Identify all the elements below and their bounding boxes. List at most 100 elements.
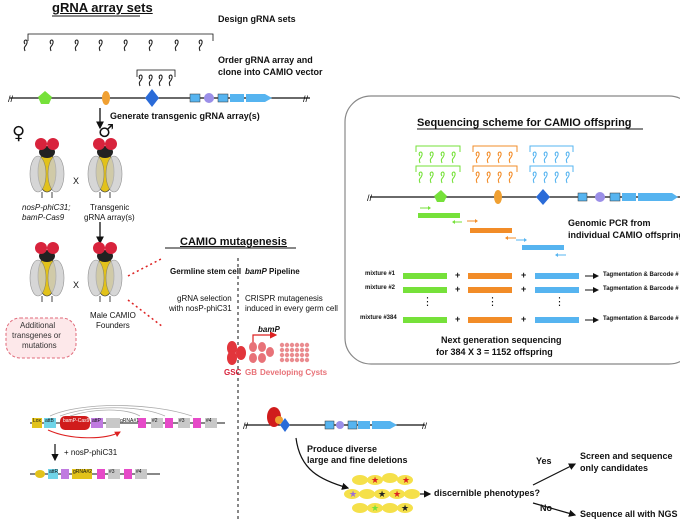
seq-title: Sequencing scheme for CAMIO offspring <box>417 117 632 129</box>
panel-vector: // <box>367 189 680 205</box>
svg-text://: // <box>8 94 14 104</box>
pcr-amplicons <box>418 206 566 257</box>
svg-text://: // <box>367 193 373 203</box>
male-label-2: gRNA array(s) <box>84 213 135 222</box>
additional-3: mutations <box>22 341 57 350</box>
fly-female-2 <box>29 241 65 303</box>
ngs-2: for 384 X 3 = 1152 offspring <box>436 347 553 357</box>
cut-vector: // // <box>243 407 428 432</box>
construct-label-3: #3 <box>179 418 185 424</box>
gsc-note-2: with nosP-phiC31 <box>169 304 232 313</box>
svg-text:★: ★ <box>402 476 410 486</box>
dots-3: ⋮ <box>554 295 565 308</box>
fly-founder <box>87 241 123 303</box>
gb-label: GB <box>245 368 257 377</box>
camio-title: CAMIO mutagenesis <box>180 236 287 248</box>
female-symbol: ♀ <box>12 123 26 144</box>
pcr-1: Genomic PCR from <box>568 218 651 228</box>
svg-text:★: ★ <box>401 504 409 514</box>
construct-top <box>30 405 225 439</box>
dots-1: ⋮ <box>422 295 433 308</box>
dots-2: ⋮ <box>487 295 498 308</box>
cysts <box>279 342 310 363</box>
germline-label: Germline stem cell <box>170 267 242 276</box>
female-label-1: nosP-phiC31; <box>22 203 71 212</box>
construct-label-b4: #4 <box>136 469 142 475</box>
plus-3a: + <box>455 314 461 324</box>
gsc-label: GSC <box>224 368 242 377</box>
construct-label-grna2: gRNA#2 <box>73 469 92 475</box>
camio-vector: // // <box>8 89 310 107</box>
seq-all: Sequence all with NGS <box>580 509 678 519</box>
svg-text:★: ★ <box>378 490 386 500</box>
produce-1: Produce diverse <box>307 444 378 454</box>
grna-row <box>23 39 203 52</box>
screen-2: only candidates <box>580 463 649 473</box>
svg-text:★: ★ <box>371 504 379 514</box>
svg-text:★: ★ <box>393 490 401 500</box>
additional-2: transgenes or <box>12 331 61 340</box>
svg-text:★: ★ <box>349 490 357 500</box>
male-symbol: ♂ <box>98 121 115 142</box>
grna-title: gRNA array sets <box>52 0 153 15</box>
produce-2: large and fine deletions <box>307 455 408 465</box>
mixture-2: mixture #2 <box>365 285 396 291</box>
bamp-arrow-label: bamP <box>258 325 280 334</box>
gsc-note-1: gRNA selection <box>177 294 232 303</box>
tag-1: Tagmentation & Barcode # <box>603 272 679 278</box>
female-label-2: bamP-Cas9 <box>22 213 65 222</box>
cross-x-2: X <box>73 280 80 290</box>
svg-text:★: ★ <box>371 476 379 486</box>
construct-label-attp: attP <box>92 418 101 424</box>
order-label-2: clone into CAMIO vector <box>218 67 323 77</box>
screen-1: Screen and sequence <box>580 451 673 461</box>
colored-grna-sets <box>415 145 574 184</box>
crispr-2: induced in every germ cell <box>245 304 338 313</box>
plus-1a: + <box>455 270 461 280</box>
mixture-384: mixture #384 <box>360 315 397 321</box>
svg-text://: // <box>243 421 249 431</box>
svg-text://: // <box>422 421 428 431</box>
mixture-bars <box>403 273 599 323</box>
tag-3: Tagmentation & Barcode # <box>603 316 679 322</box>
design-label: Design gRNA sets <box>218 14 296 24</box>
construct-label-lox: Lox <box>33 418 42 424</box>
plus-1b: + <box>521 270 527 280</box>
phenotype-question: discernible phenotypes? <box>434 488 541 498</box>
construct-label-cas9: bamP-Cas9 <box>63 418 90 424</box>
fly-male <box>87 137 123 199</box>
svg-text://: // <box>303 94 309 104</box>
germ-cells <box>227 341 274 365</box>
plus-3b: + <box>521 314 527 324</box>
construct-label-4: #4 <box>206 418 212 424</box>
additional-box <box>5 317 77 359</box>
cysts-label: Developing Cysts <box>260 368 328 377</box>
sequencing-panel <box>344 95 680 365</box>
construct-bottom <box>30 469 160 479</box>
construct-label-attr: attR <box>49 469 59 475</box>
founders-2: Founders <box>96 321 130 330</box>
pcr-2: individual CAMIO offspring <box>568 230 680 240</box>
crispr-1: CRISPR mutagenesis <box>245 294 323 303</box>
no-label: No <box>540 503 552 513</box>
fly-female <box>29 137 65 199</box>
founders-1: Male CAMIO <box>90 311 136 320</box>
plus-2a: + <box>455 284 461 294</box>
plus-2b: + <box>521 284 527 294</box>
yes-label: Yes <box>536 456 552 466</box>
mixture-1: mixture #1 <box>365 271 396 277</box>
construct-label-grna1: gRNA#1 <box>120 418 139 424</box>
offspring-cluster <box>344 473 420 513</box>
generate-label: Generate transgenic gRNA array(s) <box>110 111 260 121</box>
tag-2: Tagmentation & Barcode # <box>603 286 679 292</box>
ngs-1: Next generation sequencing <box>441 335 562 345</box>
construct-label-2: #2 <box>152 418 158 424</box>
bamp-pipeline-label: bamP Pipeline <box>245 267 300 276</box>
additional-1: Additional <box>20 321 56 330</box>
construct-label-b3: #3 <box>109 469 115 475</box>
plus-phic31: + nosP-phiC31 <box>64 448 118 457</box>
cross-x: X <box>73 176 80 186</box>
male-label-1: Transgenic <box>90 203 130 212</box>
construct-label-attb: attB <box>45 418 54 424</box>
